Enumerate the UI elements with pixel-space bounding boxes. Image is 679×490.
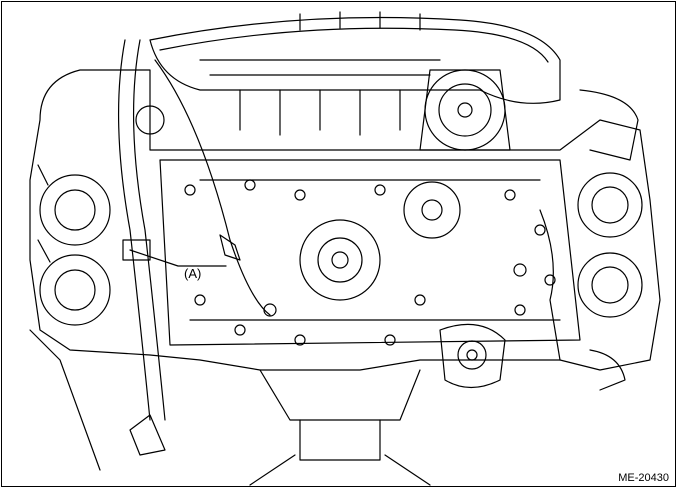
left-cylinder-head xyxy=(37,164,111,326)
bolt-holes xyxy=(135,105,556,346)
callout-a-label: (A) xyxy=(184,266,202,281)
idler-pulley xyxy=(403,181,461,239)
right-cylinder-head xyxy=(577,172,643,318)
throttle-body xyxy=(419,69,639,161)
water-pump xyxy=(439,323,626,391)
wiring-harness xyxy=(29,59,561,471)
figure-id: ME-20430 xyxy=(618,472,669,484)
intake-manifold xyxy=(149,11,561,136)
pcv-hose xyxy=(117,39,166,456)
callout-leader xyxy=(129,249,227,267)
crank-pulley xyxy=(299,219,381,301)
oil-pan xyxy=(249,369,431,486)
